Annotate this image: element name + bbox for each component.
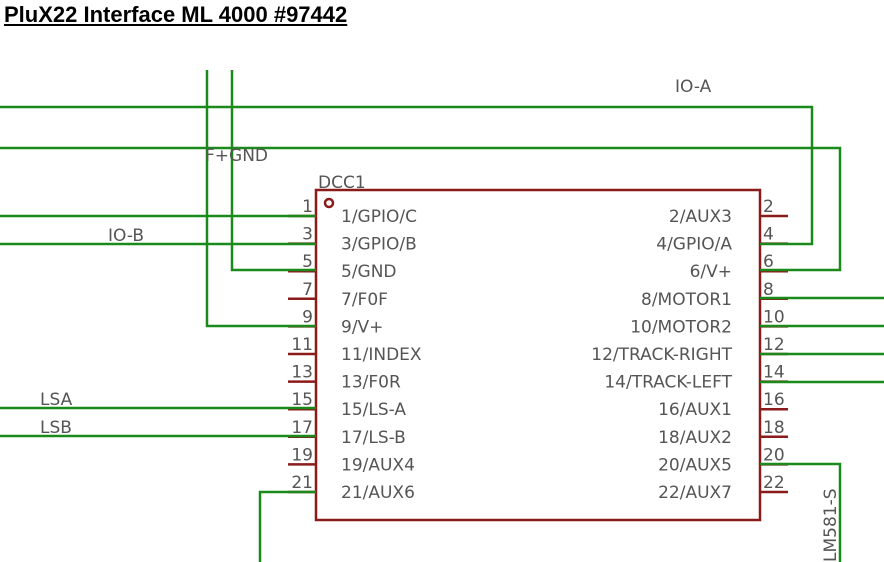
net-label-side: LM581-S: [821, 488, 841, 562]
net-label-lsa: LSA: [40, 390, 73, 410]
pin1-marker: [323, 197, 335, 209]
left-pin-group: 1 1/GPIO/C 3 3/GPIO/B 5 5/GND 7 7/F0F 9 9/V+ 11 11/…: [288, 197, 422, 503]
wire-pin20: [760, 462, 842, 562]
pin-number: 16: [763, 390, 785, 410]
pin-number: 19: [291, 445, 313, 465]
pin-name: 13/F0R: [341, 373, 401, 393]
pin-name: 10/MOTOR2: [630, 317, 732, 337]
pin-name: 7/F0F: [341, 290, 388, 310]
pin-number: 5: [302, 252, 313, 272]
net-label-lsb: LSB: [40, 418, 72, 438]
pin-name: 3/GPIO/B: [341, 235, 417, 255]
pin-number: 18: [763, 418, 785, 438]
pin-name: 4/GPIO/A: [656, 235, 732, 255]
pin-name: 17/LS-B: [341, 428, 406, 448]
net-label-io-b: IO-B: [108, 226, 144, 246]
pin-name: 5/GND: [341, 262, 397, 282]
page-title: PluX22 Interface ML 4000 #97442: [4, 2, 348, 27]
pin-number: 12: [763, 335, 785, 355]
pin-name: 15/LS-A: [341, 400, 406, 420]
pin-number: 21: [291, 473, 313, 493]
pin-name: 8/MOTOR1: [641, 290, 732, 310]
wire-pin9: [205, 70, 316, 328]
pin-name: 21/AUX6: [341, 483, 415, 503]
pin-name: 12/TRACK-RIGHT: [591, 345, 732, 365]
pin-number: 8: [763, 280, 774, 300]
pin-name: 6/V+: [690, 262, 732, 282]
pin-number: 22: [763, 473, 785, 493]
pin-number: 4: [763, 225, 774, 245]
pin-number: 10: [763, 307, 785, 327]
pin-number: 15: [291, 390, 313, 410]
pin-number: 2: [763, 197, 774, 217]
pin-name: 1/GPIO/C: [341, 207, 417, 227]
wire-io-a: [0, 105, 814, 246]
pin-number: 20: [763, 445, 785, 465]
pin-name: 2/AUX3: [669, 207, 732, 227]
wire-vplus: [0, 146, 842, 272]
pin-name: 20/AUX5: [658, 455, 732, 475]
pin-name: 14/TRACK-LEFT: [604, 373, 732, 393]
pin-number: 17: [291, 418, 313, 438]
pin-name: 19/AUX4: [341, 455, 415, 475]
pin-number: 11: [291, 335, 313, 355]
right-pin-group: 2 2/AUX3 4 4/GPIO/A 6 6/V+ 8 8/MOTOR1 10 10/MOTOR…: [591, 197, 788, 503]
wire-gnd: [230, 70, 316, 272]
pin-name: 11/INDEX: [341, 345, 422, 365]
pin-number: 9: [302, 307, 313, 327]
pin-number: 6: [763, 252, 774, 272]
pin-name: 16/AUX1: [658, 400, 732, 420]
pin-name: 9/V+: [341, 317, 383, 337]
net-label-io-a: IO-A: [675, 77, 712, 97]
pin-number: 14: [763, 363, 785, 383]
pin-number: 1: [302, 197, 313, 217]
component-ref: DCC1: [318, 173, 366, 193]
net-label-f-gnd: F+GND: [205, 146, 268, 166]
pin-name: 18/AUX2: [658, 428, 732, 448]
pin-name: 22/AUX7: [658, 483, 732, 503]
pin-number: 7: [302, 280, 313, 300]
pin-number: 13: [291, 363, 313, 383]
pin-number: 3: [302, 225, 313, 245]
wire-pin21: [258, 490, 316, 562]
